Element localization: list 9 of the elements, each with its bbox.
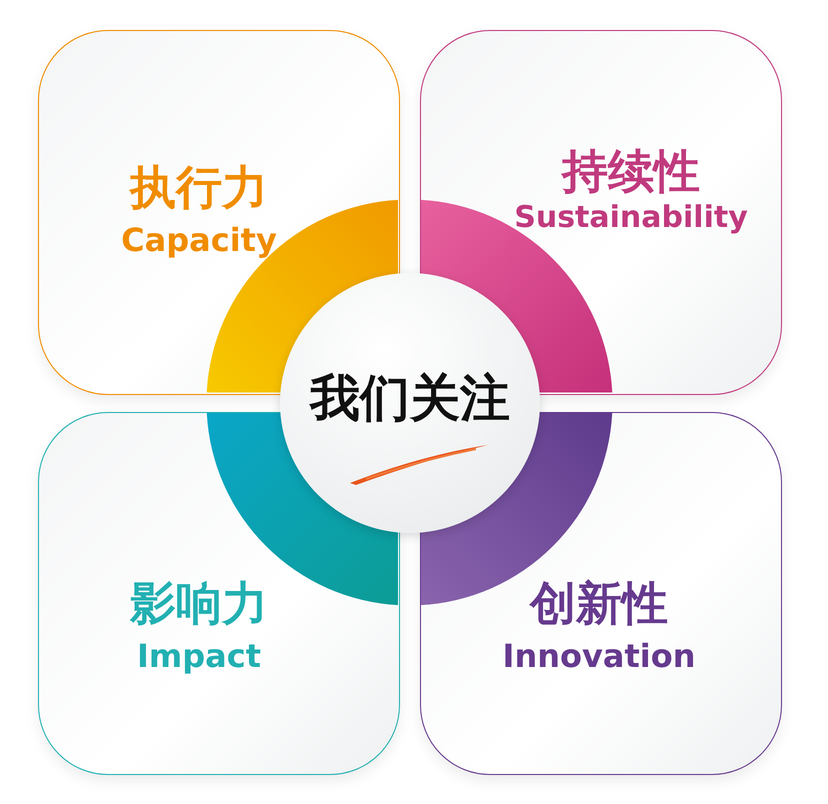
subheading-text: Capacity bbox=[121, 220, 277, 261]
heading-text: 创新性 bbox=[530, 575, 668, 631]
heading-text: 持续性 bbox=[562, 143, 700, 199]
heading-text: 执行力 bbox=[130, 159, 268, 215]
subheading-text: Sustainability bbox=[514, 199, 748, 237]
subheading-text: Impact bbox=[136, 636, 261, 677]
heading-text: 影响力 bbox=[130, 575, 268, 631]
subheading-text: Innovation bbox=[502, 636, 696, 677]
center-title: 我们关注 bbox=[310, 369, 510, 427]
